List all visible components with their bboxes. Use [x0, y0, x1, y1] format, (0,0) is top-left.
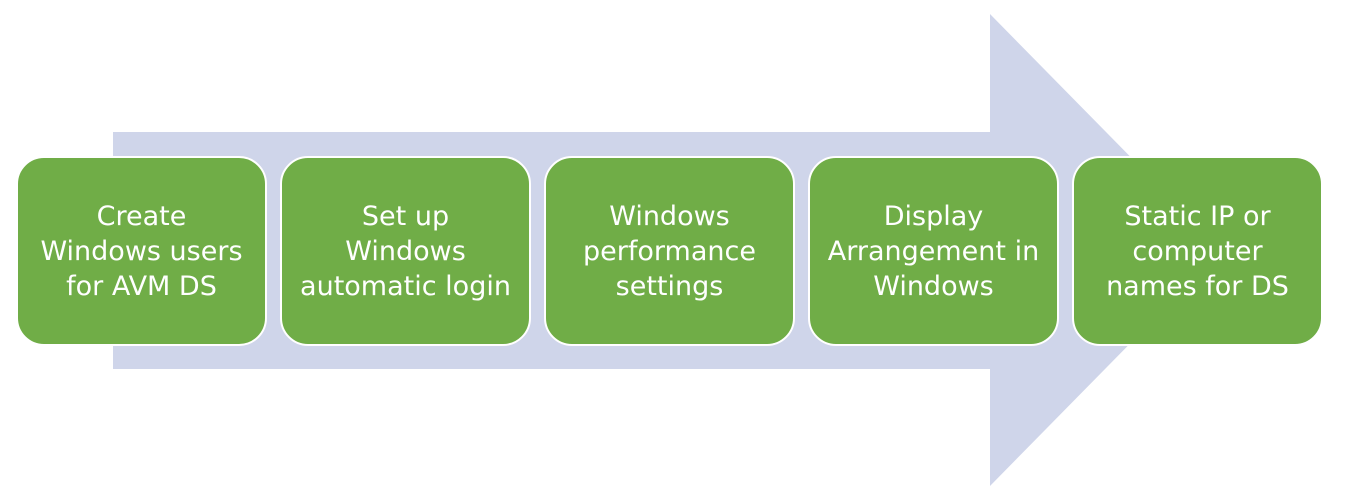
step-label: Create Windows users for AVM DS [40, 200, 243, 302]
step-label: Display Arrangement in Windows [827, 200, 1040, 302]
step-label: Set up Windows automatic login [300, 200, 511, 302]
step-label: Static IP or computer names for DS [1106, 200, 1289, 302]
step-automatic-login: Set up Windows automatic login [280, 156, 531, 346]
step-performance-settings: Windows performance settings [544, 156, 795, 346]
step-static-ip: Static IP or computer names for DS [1072, 156, 1323, 346]
step-display-arrangement: Display Arrangement in Windows [808, 156, 1059, 346]
step-label: Windows performance settings [583, 200, 756, 302]
step-create-windows-users: Create Windows users for AVM DS [16, 156, 267, 346]
